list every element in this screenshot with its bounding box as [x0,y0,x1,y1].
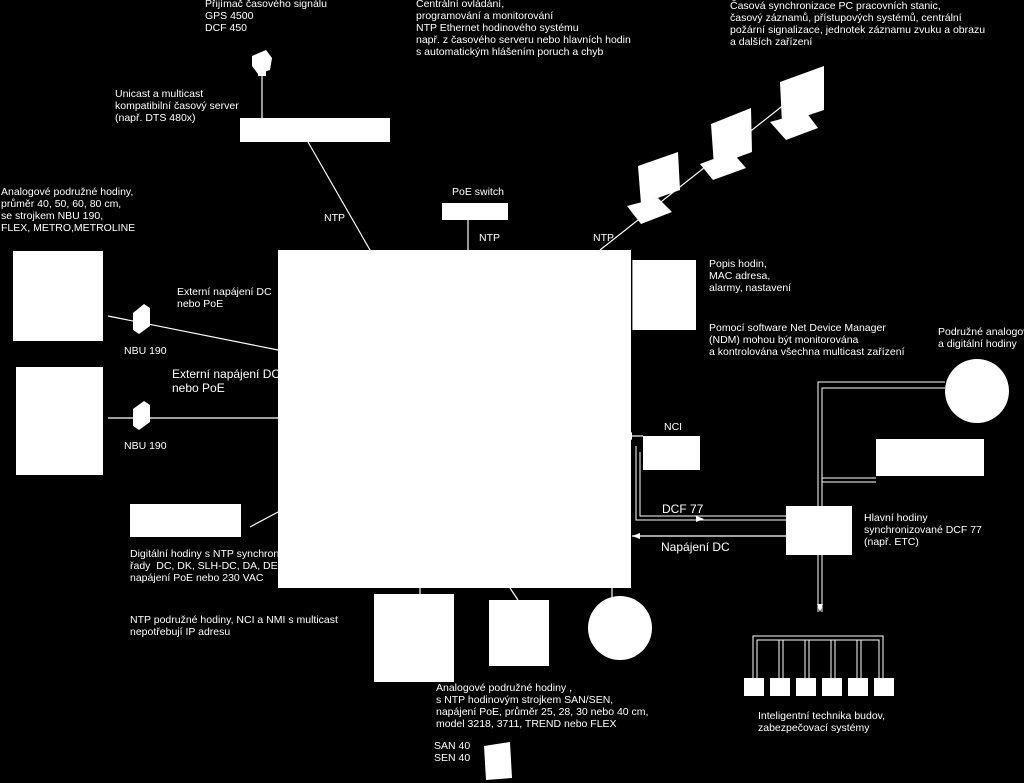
dcf-label: DCF 77 [662,502,704,516]
bus-lines [635,381,945,680]
central-control-label: Centrální ovládání, programování a monit… [416,0,631,58]
time-server [240,118,390,142]
analog-top-label: Analogové podružné hodiny, průměr 40, 50… [1,186,136,234]
digital-clock-box [130,504,241,537]
bottom-clock-square [374,594,454,682]
bottom-clock-round [588,596,652,660]
poe-switch-label: PoE switch [452,186,504,198]
analog-clock-2 [16,367,103,475]
master-clock-label: Hlavní hodiny synchronizované DCF 77 (na… [864,512,982,548]
dc-power-label: Napájení DC [661,540,730,554]
nbu-label-1: NBU 190 [124,345,167,357]
poe-switch-box [442,203,508,220]
ntp-secondary-label: NTP podružné hodiny, NCI a NMI s multica… [130,614,338,638]
building-tech-label: Inteligentní technika budov, zabezpečova… [758,710,886,734]
ext-power-label-1: Externí napájení DC nebo PoE [177,286,272,310]
ndm-label: Pomocí software Net Device Manager (NDM)… [709,322,905,358]
digital-clock-label: Digitální hodiny s NTP synchronizací řad… [130,548,301,584]
analog-bottom-label: Analogové podružné hodiny , s NTP hodino… [436,682,649,730]
secondary-clocks-label: Podružné analogové a digitální hodiny [938,326,1024,350]
building-tech-boxes [744,678,894,696]
pc-workstation-icon [627,66,824,224]
round-clock-right [945,359,1009,423]
nci-box [643,436,700,470]
pc-sync-label: Časová synchronizace PC pracovních stani… [730,0,986,48]
antenna-icon [252,50,272,76]
ntp-label-right: NTP [593,232,614,244]
ntp-label-mid: NTP [479,232,500,244]
ext-power-label-2: Externí napájení DC nebo PoE [172,367,281,395]
nbu-label-2: NBU 190 [124,440,167,452]
san-sen-label: SAN 40 SEN 40 [434,740,471,764]
receiver-label: Přijímač časového signálu GPS 4500 DCF 4… [205,0,327,34]
bottom-clock-small [489,600,549,666]
ntp-label-left: NTP [324,212,345,224]
nci-label: NCI [664,421,683,433]
time-server-label: Unicast a multicast kompatibilní časový … [115,88,239,124]
network-core [278,250,631,588]
san-sen-device [484,742,512,780]
analog-clock-1 [13,251,103,341]
clock-info-label: Popis hodin, MAC adresa, alarmy, nastave… [709,258,792,294]
nbu-device-icon [133,304,150,430]
master-clock-box [786,506,852,555]
secondary-box [876,439,984,476]
clock-info-box [633,260,696,330]
